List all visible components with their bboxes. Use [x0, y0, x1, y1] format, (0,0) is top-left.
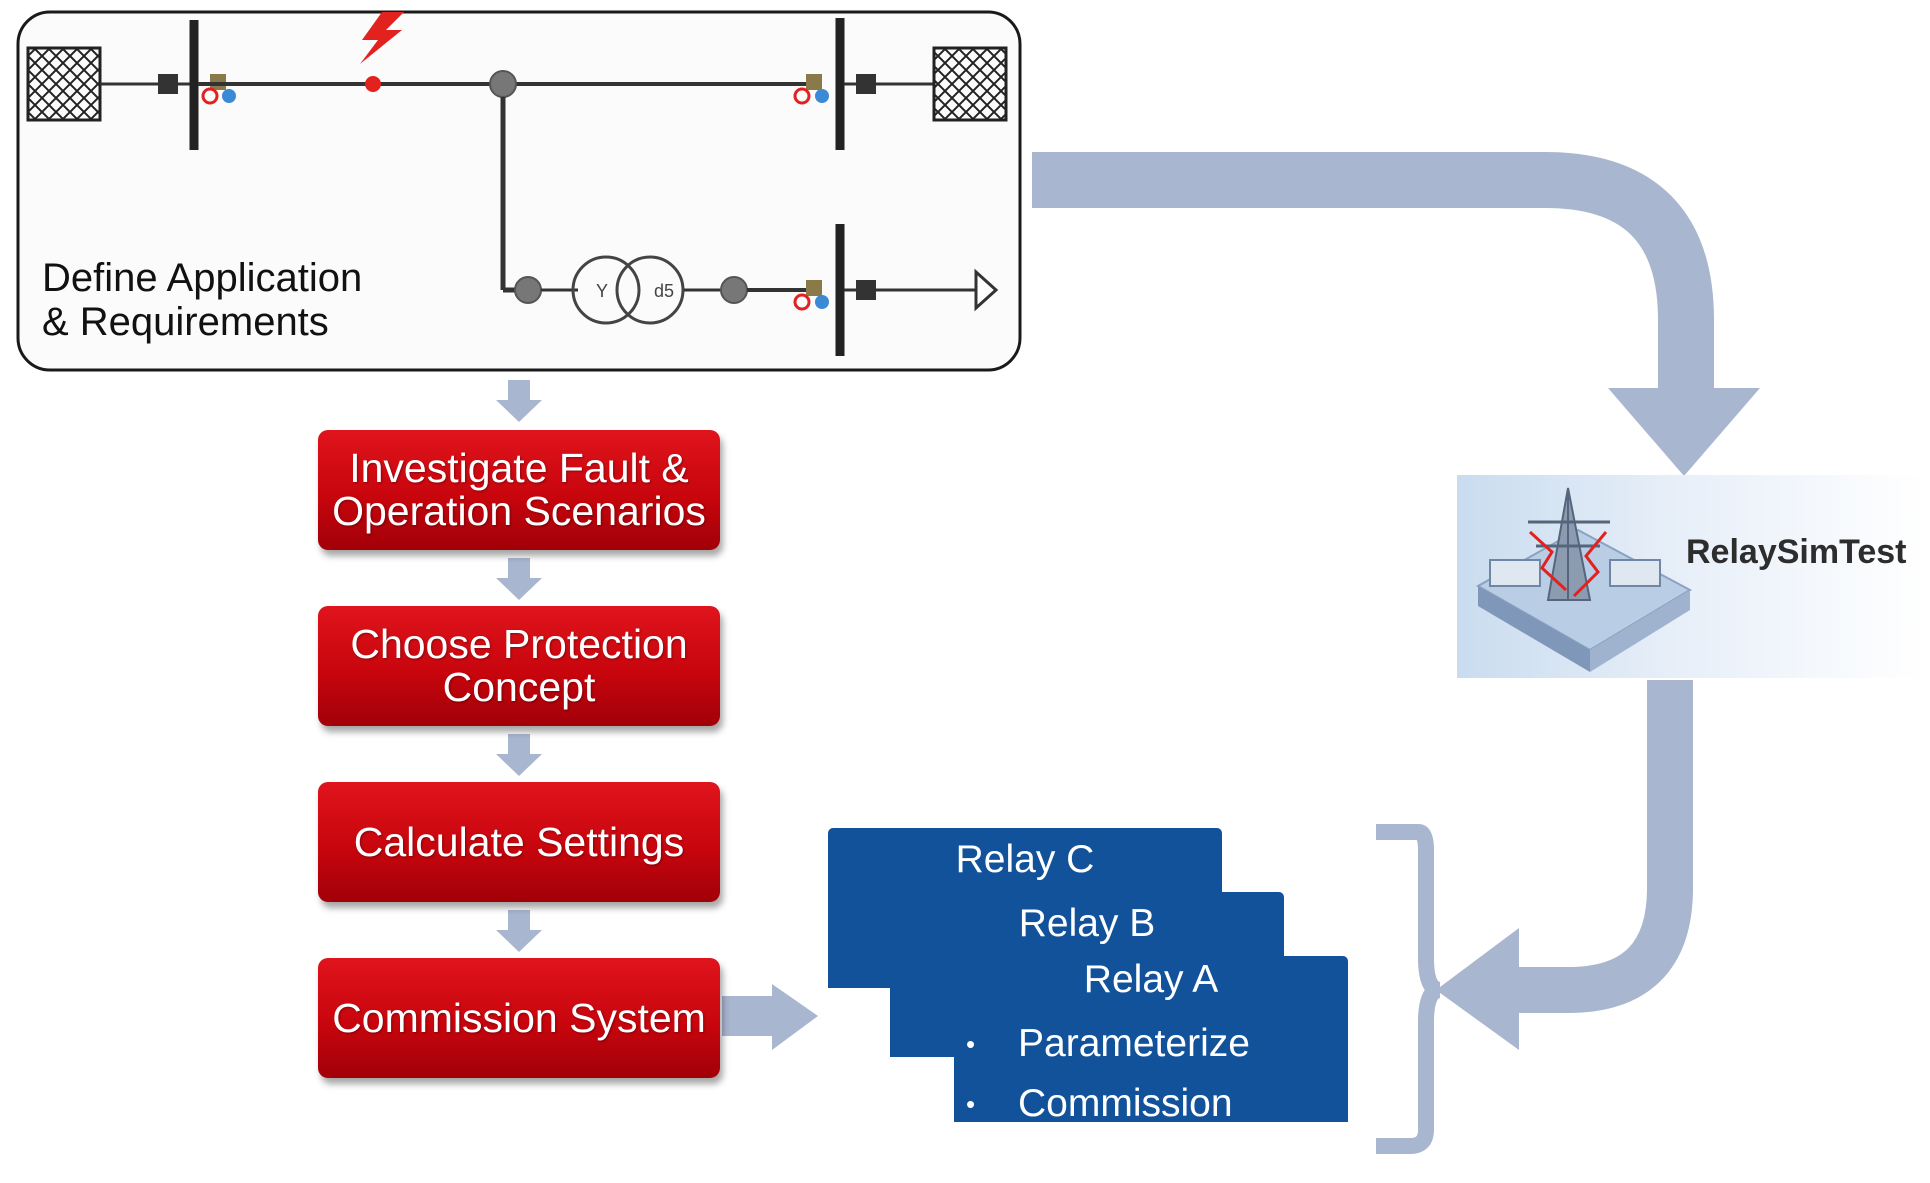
relay-b-title: Relay B [1018, 902, 1156, 945]
step-label-line1: Calculate Settings [353, 818, 685, 865]
arrow-to-relays [722, 984, 818, 1050]
breaker-icon [856, 280, 876, 300]
crosshatch-source-icon [932, 46, 1008, 122]
step-label-line2: Operation Scenarios [332, 488, 706, 534]
crosshatch-source-icon [26, 46, 102, 122]
node-lower-right [720, 276, 748, 304]
down-arrow-1 [496, 380, 542, 422]
step-calculate-settings: Calculate Settings [318, 782, 720, 902]
single-line-panel [16, 10, 1022, 372]
transformer-label-y: Y [596, 281, 608, 301]
step-label-line2: Concept [442, 664, 596, 710]
breaker-icon [856, 74, 876, 94]
relay-a-title: Relay A [1083, 958, 1219, 1001]
down-arrow-2 [496, 558, 542, 600]
panel-title-line2: & Requirements [42, 300, 329, 344]
task-parameterize: Parameterize [966, 1014, 1250, 1074]
relaysimtest-logo-panel [1457, 475, 1924, 678]
junction-node [489, 70, 517, 98]
step-investigate-fault: Investigate Fault &Operation Scenarios [318, 430, 720, 550]
breaker-icon [158, 74, 178, 94]
transformer-label-d5: d5 [654, 281, 674, 301]
relay-c-title: Relay C [955, 838, 1095, 881]
down-arrow-3 [496, 734, 542, 776]
node-lower-left [514, 276, 542, 304]
task-commission: Commission [966, 1074, 1250, 1134]
relay-bracket [1376, 824, 1442, 1154]
panel-title: Define Application & Requirements [42, 256, 362, 344]
relay-task-list: Parameterize Commission [966, 1014, 1250, 1134]
relay-a-card: Relay A Parameterize Commission [954, 956, 1348, 1134]
load-arrow-icon [974, 268, 999, 312]
step-label-line1: Investigate Fault & [349, 445, 689, 491]
step-label-line1: Commission System [332, 994, 706, 1041]
step-commission-system: Commission System [318, 958, 720, 1078]
flow-arrow-to-relays [1436, 680, 1693, 1050]
relaysimtest-name: RelaySimTest [1686, 533, 1907, 571]
fault-lightning-icon [360, 12, 404, 64]
ct-relay-icon-right-top [793, 74, 829, 105]
transformer-icon: Y d5 [571, 255, 685, 325]
down-arrow-4 [496, 910, 542, 952]
ct-relay-icon-right-bottom [793, 280, 829, 311]
fault-point [365, 76, 381, 92]
flow-arrow-to-relaysimtest [1032, 152, 1760, 476]
step-label-line1: Choose Protection [350, 621, 688, 667]
panel-title-line1: Define Application [42, 256, 363, 300]
